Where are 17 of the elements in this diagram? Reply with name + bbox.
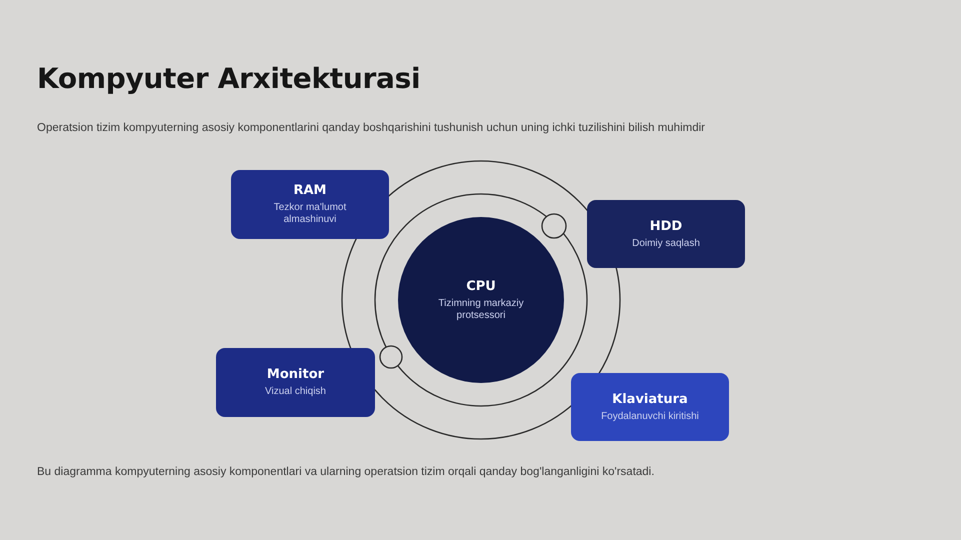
component-card [571, 373, 729, 441]
card-title: HDD [650, 218, 682, 234]
card-title: RAM [293, 183, 326, 199]
component-card [216, 348, 375, 417]
card-description: Tezkor ma'lumot almashinuvi [272, 202, 348, 226]
card-title: Klaviatura [612, 392, 688, 408]
card-title: Monitor [266, 367, 324, 383]
caption-text: Bu diagramma kompyuterning asosiy komponentlari va ularning operatsion tizim orqali qanday bog'langanligini ko'rsatadi. [37, 466, 654, 478]
page-title: Kompyuter Arxitekturasi [37, 62, 420, 95]
component-card [231, 170, 389, 239]
card-description: Foydalanuvchi kiritishi [601, 410, 699, 422]
component-card [587, 200, 745, 268]
card-description: Vizual chiqish [265, 386, 326, 398]
circle-description: Tizimning markaziy protsessori [437, 298, 525, 322]
circle-title: CPU [466, 278, 496, 294]
card-description: Doimiy saqlash [632, 238, 700, 250]
intro-text: Operatsion tizim kompyuterning asosiy komponentlarini qanday boshqarishini tushunish uchun uning ichki tuzilishini bilish muhimdir [37, 122, 705, 134]
